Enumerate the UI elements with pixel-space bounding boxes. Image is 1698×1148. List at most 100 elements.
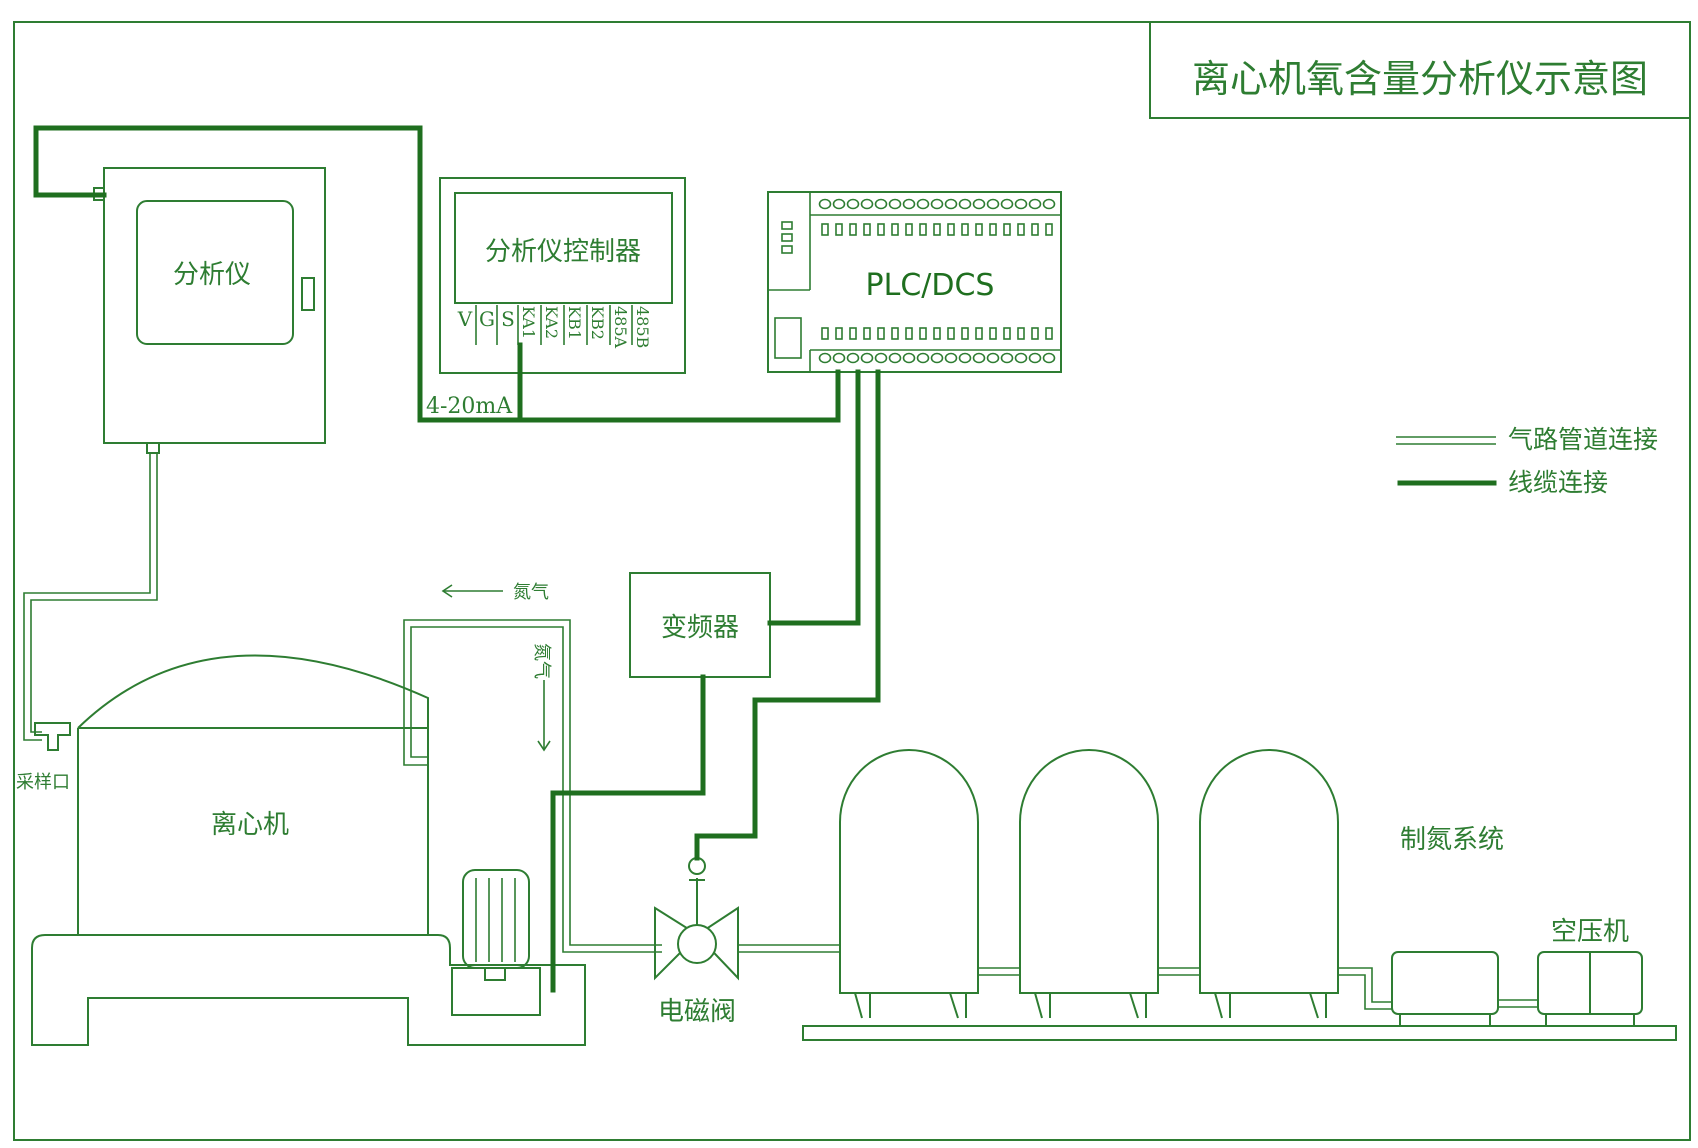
nitrogen-tanks: 制氮系统 (839, 749, 1504, 1019)
plc-io-slot (919, 223, 927, 236)
plc-screw-terminal (832, 352, 846, 364)
title-box: 离心机氧含量分析仪示意图 (1149, 22, 1690, 119)
legend: 气路管道连接 线缆连接 (1396, 425, 1658, 497)
plc-screw-terminal (846, 352, 860, 364)
legend-gas-pipe-label: 气路管道连接 (1508, 425, 1658, 454)
analyzer-controller: 分析仪控制器 V G S KA1 KA2 KB1 KB2 485A 485B (439, 177, 686, 374)
plc-screw-terminal (888, 198, 902, 210)
plc-screw-terminal (1000, 198, 1014, 210)
plc-io-slot (1017, 327, 1025, 340)
plc-io-slot (877, 327, 885, 340)
plc-io-slot (905, 327, 913, 340)
plc-screw-terminal (972, 352, 986, 364)
plc-io-slot (975, 223, 983, 236)
legend-cable-label: 线缆连接 (1508, 468, 1608, 497)
plc-io-slot (933, 223, 941, 236)
plc-screw-terminal (818, 198, 832, 210)
plc-screw-terminal (972, 198, 986, 210)
plc-screw-terminal (944, 352, 958, 364)
plc-terminal-pins (818, 198, 1056, 364)
plc-screw-terminal (930, 352, 944, 364)
plc-io-slot (961, 327, 969, 340)
plc-io-slot (1003, 327, 1011, 340)
plc-io-slot (835, 223, 843, 236)
plc-screw-terminal (944, 198, 958, 210)
plc-io-slot (919, 327, 927, 340)
analyzer-label: 分析仪 (173, 260, 251, 290)
plc-screw-terminal (818, 352, 832, 364)
plc-screw-terminal (846, 198, 860, 210)
compressor-label: 空压机 (1551, 917, 1629, 947)
plc-label: PLC/DCS (866, 268, 995, 303)
plc-io-slot (1031, 223, 1039, 236)
plc-screw-terminal (986, 352, 1000, 364)
plc-io-slot (947, 223, 955, 236)
plc-screw-terminal (1014, 198, 1028, 210)
nitrogen-flow-arrows: 氮气 氮气 (441, 582, 552, 752)
terminal-kb2: KB2 (588, 306, 607, 340)
plc-screw-terminal (958, 352, 972, 364)
signal-label: 4-20mA (426, 394, 513, 419)
dryer-unit (1391, 951, 1499, 1026)
plc-io-slot (821, 223, 829, 236)
controller-label: 分析仪控制器 (485, 237, 641, 267)
plc-io-slot (891, 223, 899, 236)
plc-io-slot (1017, 223, 1025, 236)
gas-pipes (23, 453, 1538, 1010)
vfd-box: 变频器 (629, 572, 771, 678)
terminal-v: V (457, 307, 473, 331)
sample-port-label: 采样口 (16, 772, 70, 793)
plc-io-slot (905, 223, 913, 236)
plc-io-slot (863, 327, 871, 340)
plc-screw-terminal (986, 198, 1000, 210)
terminal-ka1: KA1 (519, 306, 538, 339)
cables (33, 125, 881, 993)
plc-screw-terminal (958, 198, 972, 210)
plc-screw-terminal (860, 352, 874, 364)
centrifuge-label: 离心机 (211, 810, 289, 840)
plc-io-slot (1031, 327, 1039, 340)
terminal-485b: 485B (633, 306, 652, 348)
plc-io-slot (933, 327, 941, 340)
plc-screw-terminal (1028, 352, 1042, 364)
plc-screw-terminal (902, 198, 916, 210)
plc-io-slot (1045, 223, 1053, 236)
plc-io-slot (891, 327, 899, 340)
plc-io-slot (863, 223, 871, 236)
centrifuge: 离心机 采样口 (16, 654, 586, 1046)
nitrogen-label-top: 氮气 (513, 582, 549, 603)
air-compressor: 空压机 (1537, 917, 1643, 1026)
plc-screw-terminal (916, 198, 930, 210)
diagram-title: 离心机氧含量分析仪示意图 (1192, 57, 1648, 101)
terminal-g: G (479, 307, 495, 331)
vfd-label: 变频器 (661, 613, 739, 643)
plc-io-slot (989, 223, 997, 236)
plc-io-slot (849, 223, 857, 236)
plc-io-slot (821, 327, 829, 340)
plc-screw-terminal (1014, 352, 1028, 364)
plc-screw-terminal (1042, 198, 1056, 210)
plc-dcs-unit: PLC/DCS (767, 191, 1062, 373)
solenoid-valve: 电磁阀 (654, 857, 739, 1027)
plc-io-slot (877, 223, 885, 236)
nitrogen-system-label: 制氮系统 (1400, 825, 1504, 855)
plc-screw-terminal (930, 198, 944, 210)
terminal-kb1: KB1 (565, 306, 584, 340)
plc-io-slot (835, 327, 843, 340)
plc-io-slot (989, 327, 997, 340)
plc-screw-terminal (832, 198, 846, 210)
plc-io-slot (961, 223, 969, 236)
equipment-rail (802, 1025, 1677, 1041)
terminal-ka2: KA2 (542, 306, 561, 339)
plc-screw-terminal (874, 352, 888, 364)
plc-screw-terminal (888, 352, 902, 364)
nitrogen-label-side: 氮气 (531, 643, 552, 679)
outer-frame (13, 21, 1691, 1141)
plc-screw-terminal (860, 198, 874, 210)
valve-label: 电磁阀 (658, 997, 736, 1027)
plc-io-slot (947, 327, 955, 340)
plc-screw-terminal (1042, 352, 1056, 364)
plc-screw-terminal (902, 352, 916, 364)
plc-screw-terminal (1000, 352, 1014, 364)
